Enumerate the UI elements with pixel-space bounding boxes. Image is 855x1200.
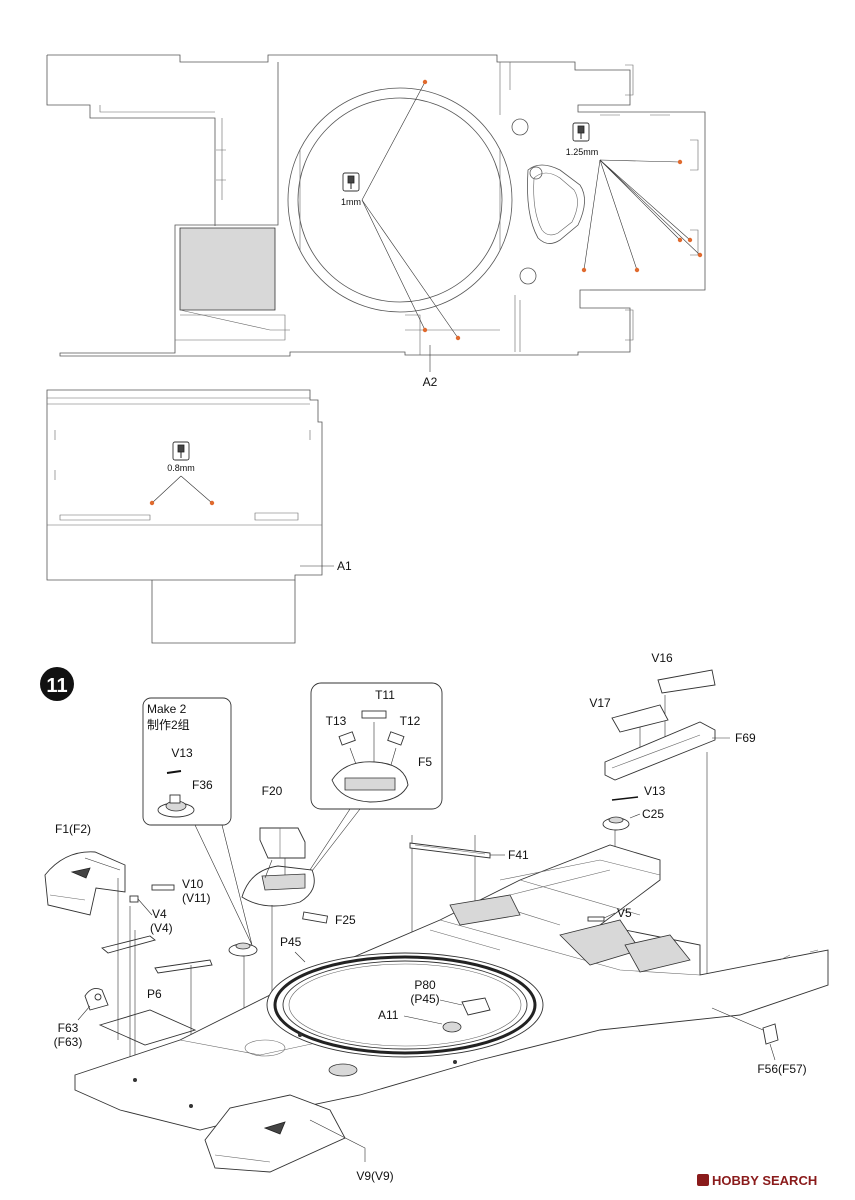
part-a1-drawing	[46, 389, 323, 644]
part-a2-drawing	[46, 54, 706, 357]
drill-icon	[342, 172, 360, 192]
label-v11: (V11)	[182, 891, 210, 905]
watermark: HOBBY SEARCH	[697, 1173, 817, 1188]
part-f41-drawing	[409, 842, 491, 859]
drill-leaders-1mm	[361, 81, 459, 339]
drill-size-08mm: 0.8mm	[167, 463, 195, 473]
label-c25: C25	[642, 807, 664, 821]
callout-make-2: Make 2	[147, 702, 187, 716]
drill-leaders-125mm	[583, 159, 701, 271]
part-f56-drawing	[762, 1023, 779, 1045]
drill-icon	[572, 122, 590, 142]
label-p80: P80	[414, 978, 436, 992]
label-f41: F41	[508, 848, 529, 862]
hull-body-drawing	[74, 844, 829, 1131]
label-v4: V4	[152, 907, 167, 921]
label-v10: V10	[182, 877, 204, 891]
part-f63-drawing	[84, 988, 109, 1011]
part-f5-drawing	[331, 761, 409, 803]
label-p45-paren: (P45)	[410, 992, 439, 1006]
part-p80-drawing	[461, 997, 491, 1016]
drill-size-1mm: 1mm	[341, 197, 361, 207]
label-a11: A11	[378, 1008, 399, 1022]
part-f1-drawing	[44, 851, 126, 916]
label-v9v9: V9(V9)	[356, 1169, 393, 1183]
part-mount-drawing	[228, 942, 258, 957]
label-v13-right: V13	[644, 784, 666, 798]
label-v5: V5	[617, 906, 632, 920]
watermark-brand: HOBBY SEARCH	[712, 1173, 817, 1188]
label-t11: T11	[375, 688, 395, 702]
label-t12: T12	[400, 714, 421, 728]
step-number: 11	[46, 675, 67, 697]
label-f69: F69	[735, 731, 756, 745]
label-p6: P6	[147, 987, 162, 1001]
part-f69-drawing	[604, 721, 716, 781]
label-f63-paren: (F63)	[54, 1035, 83, 1049]
part-turret-base-drawing	[241, 865, 315, 907]
drill-size-125mm: 1.25mm	[566, 147, 599, 157]
part-v16-drawing	[657, 669, 716, 694]
label-p45: P45	[280, 935, 302, 949]
label-f20: F20	[262, 784, 283, 798]
step-number-badge	[40, 667, 74, 701]
label-f36: F36	[192, 778, 213, 792]
callout-make-2-cn: 制作2组	[147, 718, 190, 732]
drill-icon	[172, 441, 190, 461]
label-v17: V17	[589, 696, 611, 710]
label-f5: F5	[418, 755, 432, 769]
part-bracket-drawing	[98, 935, 213, 1046]
part-v17-drawing	[611, 704, 669, 733]
part-f20-drawing	[259, 827, 306, 859]
callout-box-make-2	[142, 697, 232, 826]
part-label-a2: A2	[423, 375, 438, 389]
label-f1f2: F1(F2)	[55, 822, 91, 836]
label-t13: T13	[326, 714, 347, 728]
label-f25: F25	[335, 913, 356, 927]
part-v9-drawing	[204, 1094, 346, 1173]
label-v4-paren: (V4)	[150, 921, 173, 935]
label-v13-callout: V13	[171, 746, 193, 760]
label-v16: V16	[651, 651, 673, 665]
part-f36-drawing	[157, 794, 195, 818]
label-f56f57: F56(F57)	[757, 1062, 806, 1076]
label-f63: F63	[58, 1021, 79, 1035]
part-label-a1: A1	[337, 559, 352, 573]
